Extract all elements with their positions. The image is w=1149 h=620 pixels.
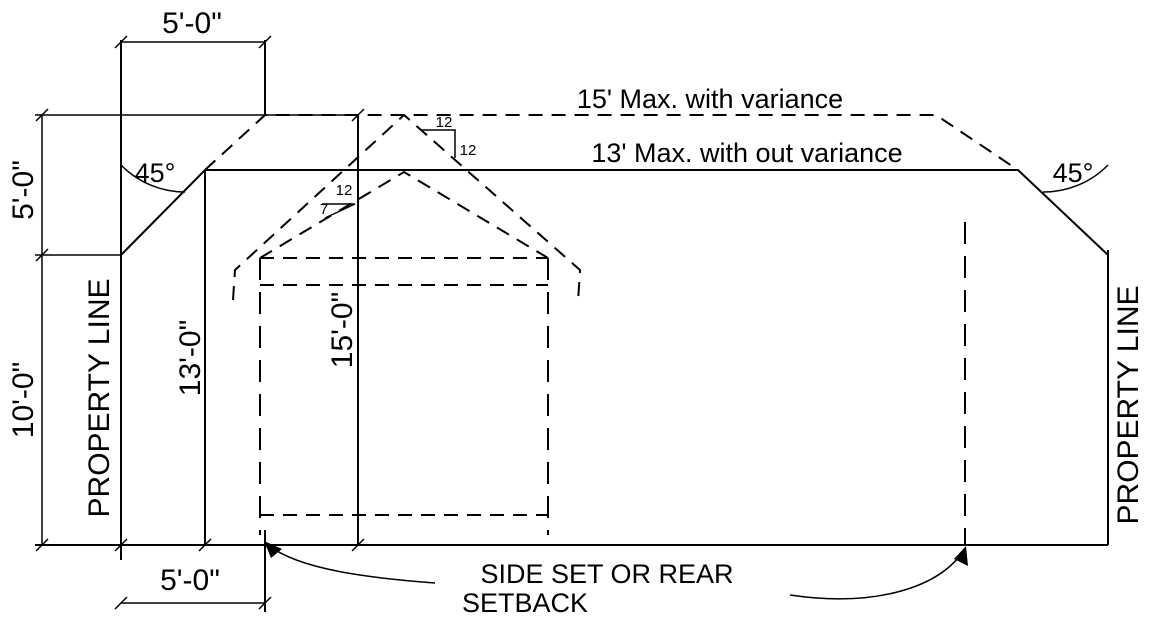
max-with-variance-label: 15' Max. with variance [577,84,843,114]
upper-pitch-triangle [422,129,456,158]
roof-dashed-upper [232,113,582,303]
wall-height-15-dimension: 15'-0" [326,292,359,368]
max-without-variance-label: 13' Max. with out variance [591,138,902,168]
lower-pitch-rise: 7 [320,201,328,218]
setback-arrow-left [267,544,436,584]
left-45-arc [120,164,186,193]
right-45-arc [1042,164,1109,193]
setback-label-line1: SIDE SET OR REAR [480,559,733,589]
right-angle-label: 45° [1053,158,1094,188]
envelope-15ft-dashed [204,114,1019,171]
setback-label-line2: SETBACK [462,588,588,618]
lower-pitch-triangle [322,203,356,219]
left-angle-label: 45° [135,158,176,188]
property-line-left-label: PROPERTY LINE [83,279,116,518]
bottom-width-dimension: 5'-0" [160,564,220,597]
upper-height-dimension: 5'-0" [7,160,40,220]
setback-arrow-right [789,552,963,600]
top-width-dimension: 5'-0" [162,7,222,40]
lower-height-dimension: 10'-0" [7,362,40,438]
setback-arrowhead-left [264,541,282,558]
envelope-13ft-line [120,169,1109,256]
wall-height-13-dimension: 13'-0" [174,320,207,396]
roof-dashed-lower [259,170,549,259]
upper-pitch-rise: 12 [460,142,477,159]
lower-pitch-run: 12 [336,182,353,199]
upper-pitch-run: 12 [436,114,453,131]
setback-arrowhead-right [954,546,968,566]
property-line-right-label: PROPERTY LINE [1112,286,1145,525]
